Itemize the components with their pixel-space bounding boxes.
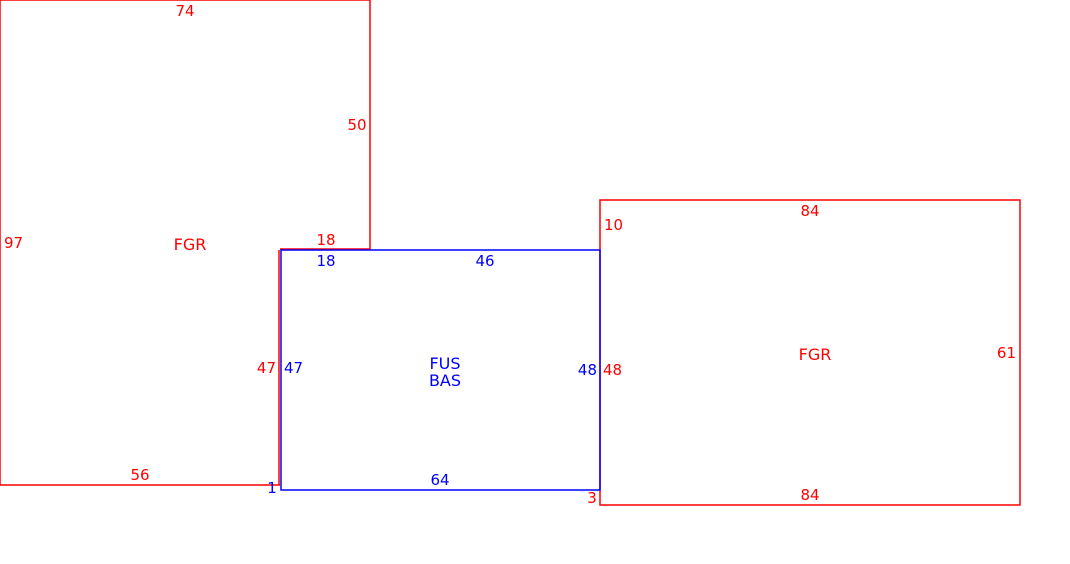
fus-outline xyxy=(280,249,601,491)
fgr-left-right-label: 50 xyxy=(347,116,366,134)
fgr-right-bottom-label: 84 xyxy=(800,486,819,504)
fus-corner-label: 1 xyxy=(267,479,277,497)
fus-name-line2: BAS xyxy=(429,371,461,390)
fgr-left-left-label: 97 xyxy=(4,234,23,252)
fgr-left-bottom-label: 56 xyxy=(130,466,149,484)
fgr-left-name: FGR xyxy=(174,235,207,254)
fus-top-label: 46 xyxy=(475,252,494,270)
fgr-right-left-label: 48 xyxy=(603,361,622,379)
fgr-left-outline xyxy=(0,0,371,486)
fgr-right-name: FGR xyxy=(799,345,832,364)
fus-name-line1: FUS xyxy=(429,354,460,373)
fgr-right-corner-top-label: 10 xyxy=(604,216,623,234)
fgr-right-corner-bottom-label: 3 xyxy=(587,489,597,507)
fus-right-label: 48 xyxy=(578,361,597,379)
fgr-right-right-label: 61 xyxy=(997,344,1016,362)
fus-bottom-label: 64 xyxy=(430,471,449,489)
fgr-left-notch-top-label: 18 xyxy=(316,231,335,249)
fgr-left-notch-side-label: 47 xyxy=(257,359,276,377)
fgr-left-top-label: 74 xyxy=(175,2,194,20)
fus-left-label: 47 xyxy=(284,359,303,377)
fgr-right-top-label: 84 xyxy=(800,202,819,220)
fus-top-left-label: 18 xyxy=(316,252,335,270)
